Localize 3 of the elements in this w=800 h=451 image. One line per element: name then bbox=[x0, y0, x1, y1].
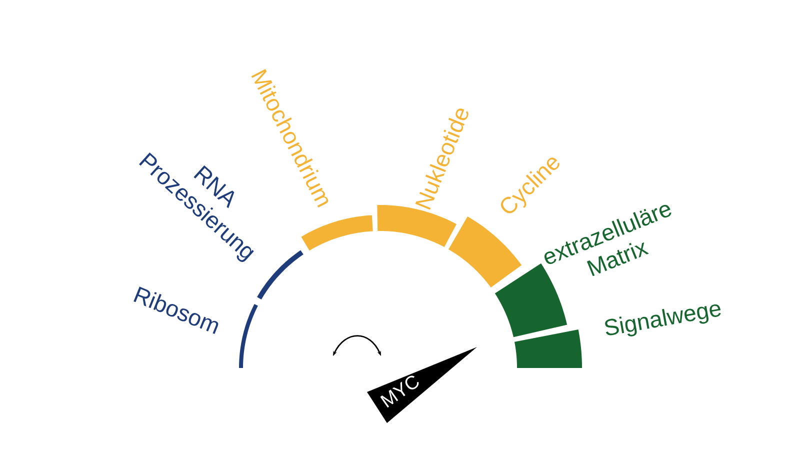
gauge-segment: Signalwege bbox=[514, 304, 721, 368]
gauge-needle: MYC bbox=[367, 347, 477, 423]
node-label: Signalwege bbox=[605, 304, 721, 336]
